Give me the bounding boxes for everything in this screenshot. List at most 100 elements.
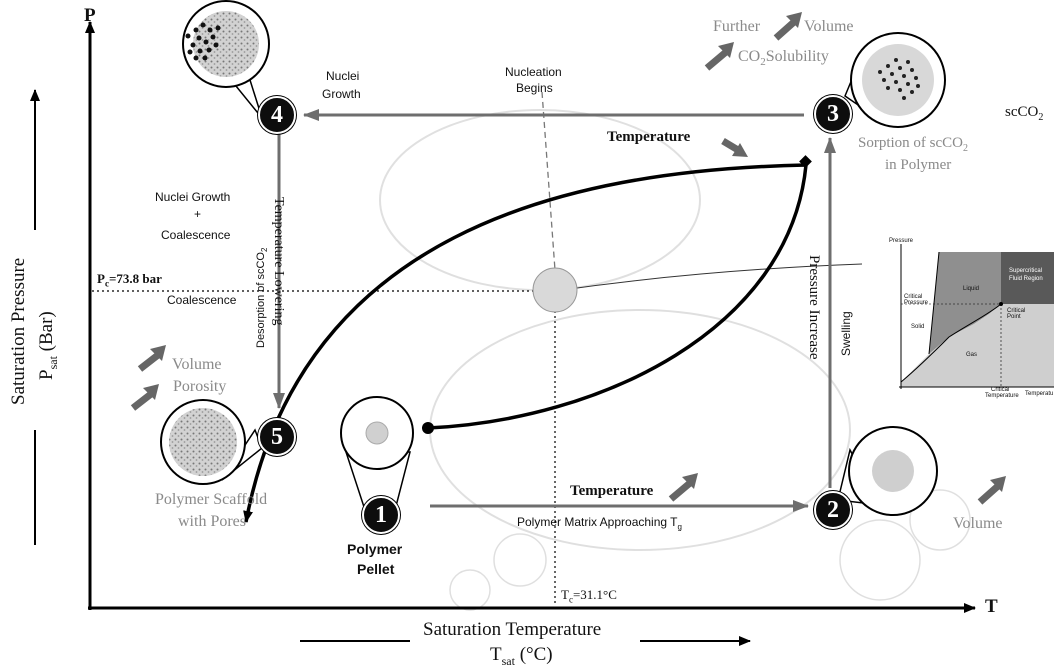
increase-arrows [130, 19, 1001, 505]
inset-critical-point-label: Critical [1007, 308, 1026, 314]
y-axis-unit: (Bar) [36, 311, 57, 357]
volume-top-arrow [773, 19, 797, 41]
matrix-approaching-main: Polymer Matrix Approaching T [517, 515, 678, 529]
scco2-sub: 2 [1038, 112, 1044, 123]
pc-label: Pc=73.8 bar [97, 271, 162, 289]
tc-value: =31.1°C [572, 587, 617, 602]
inset-supercritical-label-2: Fluid Region [1009, 276, 1043, 282]
volume-right-arrow [977, 483, 1001, 505]
sorption-label-2: in Polymer [885, 157, 952, 173]
tc-label: Tc=31.1°C [561, 587, 617, 605]
desorption-sub: 2 [260, 247, 270, 253]
y-axis-label-text: Saturation Pressure [8, 257, 29, 405]
sorption-bubble [844, 32, 946, 128]
step-4-marker: 4 [258, 96, 296, 134]
pc-sub: c [104, 278, 109, 289]
swollen-polymer-bubble [837, 426, 938, 516]
inset-critical-temperature-label: Critical [991, 387, 1010, 393]
temperature-bottom-label: Temperature [570, 483, 654, 499]
inset-critical-pressure-label-2: Pressure [904, 300, 929, 306]
phase-diagram-inset: Pressure Supercritical Fluid Region Liqu… [889, 232, 1054, 402]
co2-main: CO [738, 48, 761, 65]
scco2-molecules [878, 58, 920, 100]
y-axis-symbol-main: P [36, 369, 57, 380]
nuclei-cluster [185, 22, 221, 61]
phase-diagram-graphics [899, 244, 1054, 389]
volume-left-label: Volume [172, 356, 222, 373]
step-2-marker: 2 [814, 491, 852, 529]
phase-line [554, 263, 863, 292]
nuclei-growth-label-2: Growth [322, 87, 361, 101]
temperature-top-label: Temperature [607, 129, 691, 145]
solubility-text: Solubility [765, 48, 829, 65]
inset-pressure-label: Pressure [889, 238, 914, 244]
nucleation-label-1: Nucleation [505, 65, 562, 79]
background-watermark [379, 109, 971, 611]
x-axis-letter: T [985, 596, 998, 617]
co2-sub: 2 [760, 56, 766, 69]
x-axis-label: Saturation Temperature [423, 619, 602, 640]
scco2-main: scCO [1005, 104, 1039, 120]
step-3-marker: 3 [814, 95, 852, 133]
inset-critical-pressure-label: Critical [904, 294, 923, 300]
x-axis-symbol-sub: sat [501, 653, 515, 668]
step-1-marker: 1 [362, 496, 400, 534]
inset-gas-label: Gas [966, 352, 978, 358]
further-arrow [704, 49, 729, 71]
y-axis-symbol: Psat (Bar) [36, 311, 61, 380]
pellet-bubble [340, 396, 414, 511]
temperature-lowering-label: Temperature Lowering [271, 197, 286, 326]
nuclei-growth-label-1: Nuclei [326, 69, 360, 83]
sorption-main: Sorption of scCO [858, 135, 963, 151]
sorption-sub: 2 [963, 143, 968, 154]
y-axis-letter: P [84, 5, 96, 26]
ngc-label-1: Nuclei Growth [155, 190, 231, 204]
x-axis-unit: (°C) [514, 644, 553, 665]
y-axis-label: Saturation Pressure [8, 258, 30, 405]
inset-critical-point-label-2: Point [1007, 314, 1021, 320]
nuclei-bubble [182, 0, 270, 119]
x-axis-symbol: Tsat (°C) [490, 644, 553, 668]
pressure-increase-label: Pressure Increase [806, 255, 822, 360]
coalescence-label: Coalescence [167, 293, 237, 307]
scaffold-label-1: Polymer Scaffold [155, 491, 268, 508]
x-axis-symbol-main: T [490, 644, 502, 665]
curve-start-dot [422, 422, 434, 434]
ngc-label-3: Coalescence [161, 228, 231, 242]
desorption-label: Desorption of scCO2 [255, 248, 269, 348]
swelling-label: Swelling [839, 311, 853, 356]
temperature-bottom-arrow [668, 480, 693, 502]
tc-sub: c [568, 594, 573, 605]
polymer-pellet-label-2: Pellet [357, 561, 395, 577]
polymer-pellet-label-1: Polymer [347, 541, 403, 557]
inset-liquid-label: Liquid [963, 286, 980, 292]
volume-right-label: Volume [953, 515, 1003, 532]
porosity-arrow [130, 391, 154, 411]
desorption-main: Desorption of scCO [255, 252, 267, 348]
tc-main: T [561, 587, 569, 602]
inset-supercritical-label: Supercritical [1009, 268, 1043, 274]
scco2-label: scCO2 [1005, 104, 1043, 123]
nucleation-dashed-line [541, 91, 556, 271]
process-curve [243, 163, 808, 523]
co2-solubility-label: CO2Solubility [738, 48, 829, 68]
temperature-top-arrow [721, 137, 740, 154]
inset-solid-label: Solid [911, 324, 925, 330]
sorption-label-1: Sorption of scCO2 [858, 135, 968, 154]
scaffold-bubble [160, 399, 263, 485]
y-axis-symbol-sub: sat [45, 356, 60, 370]
critical-point-marker [532, 267, 578, 313]
matrix-approaching-sub: g [677, 522, 682, 532]
porosity-label: Porosity [173, 378, 227, 395]
scaffold-label-2: with Pores [178, 513, 246, 530]
further-label: Further [713, 18, 761, 35]
nucleation-label-2: Begins [516, 81, 553, 95]
ngc-label-2: + [194, 207, 202, 221]
step-5-marker: 5 [258, 418, 296, 456]
volume-left-arrow [137, 352, 161, 372]
volume-top-label: Volume [804, 18, 854, 35]
inset-temperature-label: Temperatu [1025, 391, 1054, 397]
inset-critical-temperature-label-2: Temperature [985, 393, 1019, 399]
